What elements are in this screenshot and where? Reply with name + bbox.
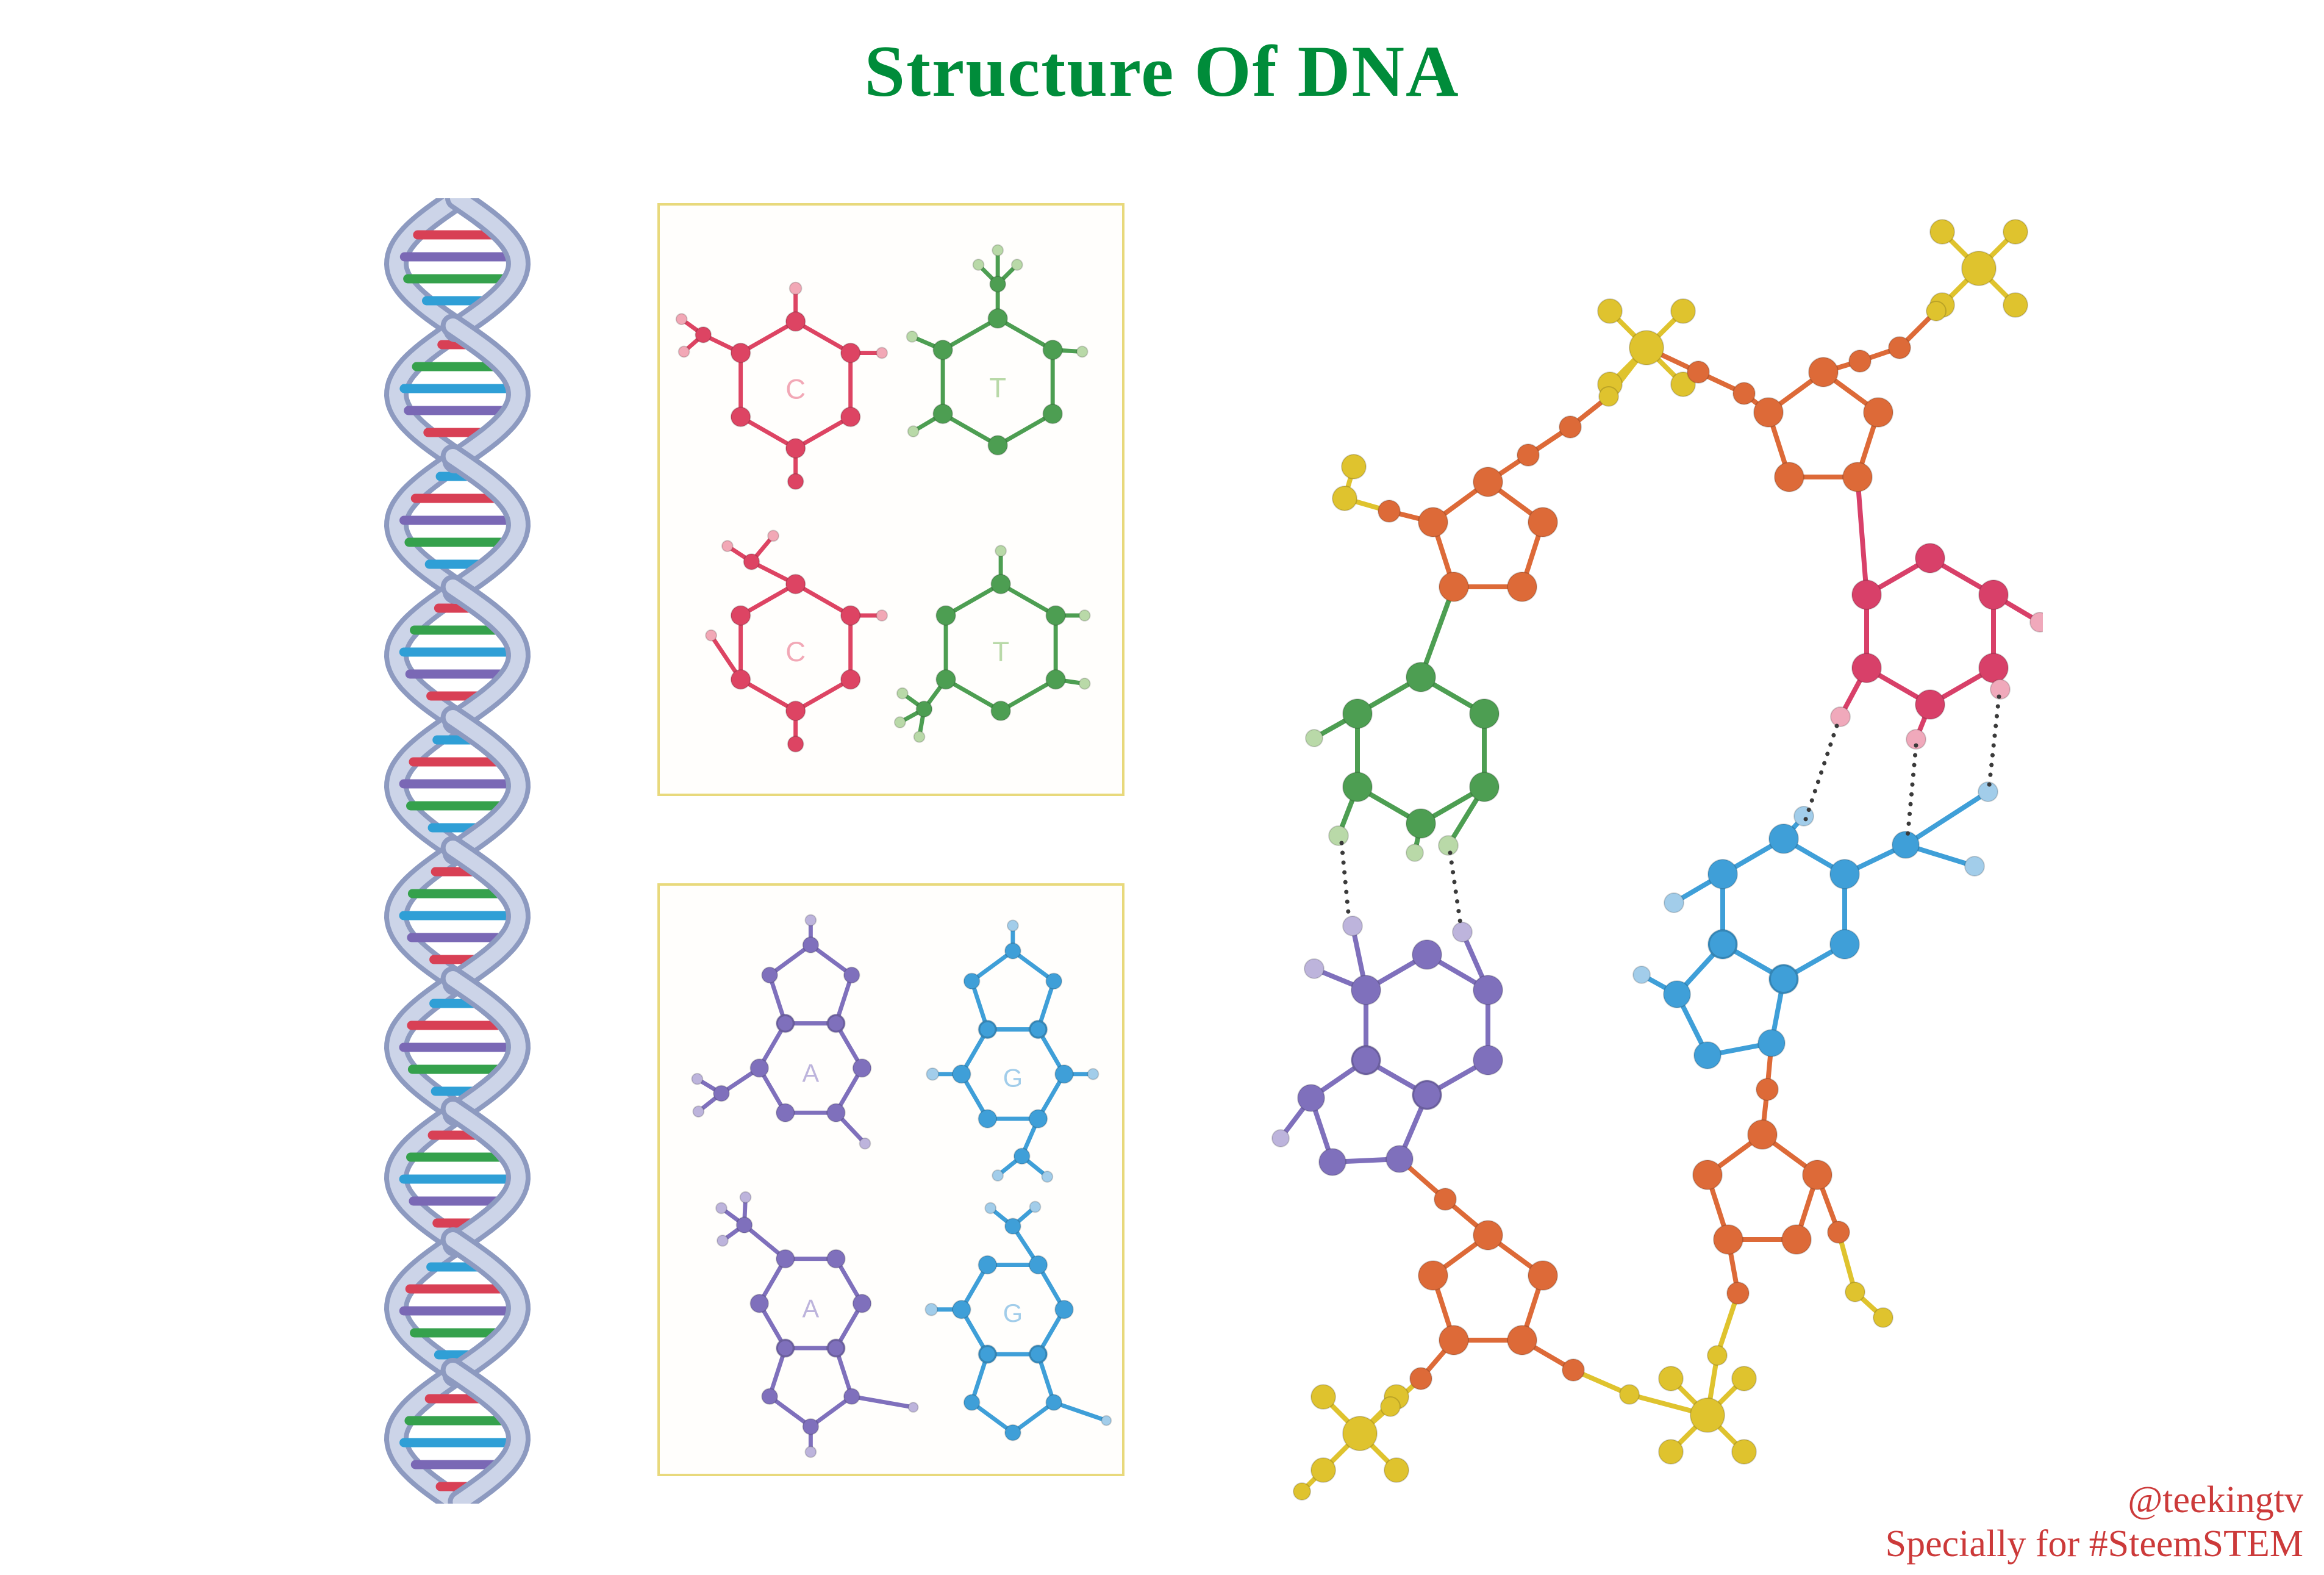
dna-helix-svg xyxy=(384,198,531,1504)
adenine-guanine-structures-svg: A G A G xyxy=(691,914,1112,1458)
base-pairing-model xyxy=(1189,201,2043,1507)
credit-tagline: Specially for #SteemSTEM xyxy=(1885,1523,2303,1565)
base-letter: T xyxy=(989,372,1006,403)
purine-structures-box: A G A G xyxy=(657,883,1124,1476)
cytosine-thymine-structures-svg: C T C T xyxy=(675,244,1091,753)
pyrimidine-structures-box: C T C T xyxy=(657,203,1124,796)
base-letter: T xyxy=(992,636,1009,667)
base-letter: A xyxy=(803,1058,820,1087)
base-letter: C xyxy=(785,373,806,404)
base-pairing-svg xyxy=(1271,219,2043,1501)
base-letter: A xyxy=(803,1294,820,1322)
page-title: Structure Of DNA xyxy=(864,30,1460,112)
credits: @teekingtv Specially for #SteemSTEM xyxy=(1886,1479,2303,1566)
base-letter: G xyxy=(1003,1063,1023,1092)
base-letter: G xyxy=(1003,1299,1023,1327)
base-letter: C xyxy=(785,636,806,667)
credit-handle: @teekingtv xyxy=(2128,1479,2303,1521)
dna-helix-illustration xyxy=(369,198,546,1504)
